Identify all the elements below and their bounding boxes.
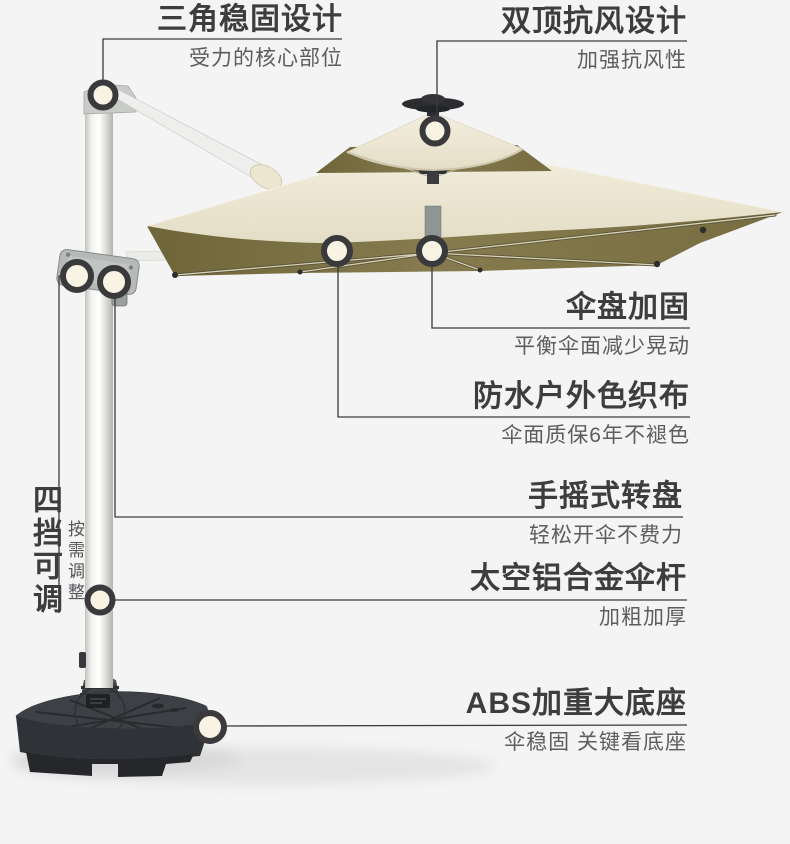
callout-markers — [60, 79, 451, 744]
callout-line-double-top — [436, 40, 687, 117]
callout-pole: 太空铝合金伞杆 加粗加厚 — [347, 562, 687, 631]
callout-crank-title: 手摇式转盘 — [528, 480, 683, 513]
marker-base — [193, 710, 227, 744]
callout-pole-title: 太空铝合金伞杆 — [470, 562, 687, 595]
umbrella-arm — [106, 89, 283, 190]
callout-base: ABS加重大底座 伞稳固 关键看底座 — [347, 687, 687, 756]
callout-base-subtitle: 伞稳固 关键看底座 — [504, 731, 687, 754]
umbrella-canopy — [146, 140, 784, 278]
callout-line-triangle — [102, 38, 342, 82]
callout-gear-note: 按需调整 — [65, 520, 84, 604]
pole-clip — [79, 652, 86, 668]
callout-line-hub — [431, 265, 690, 329]
callout-line-base — [223, 724, 688, 727]
callout-hub-subtitle: 平衡伞面减少晃动 — [514, 335, 690, 358]
callout-triangle-subtitle: 受力的核心部位 — [189, 47, 343, 70]
canopy-ribs — [172, 213, 777, 278]
canopy-top — [147, 141, 783, 243]
callout-crank: 手摇式转盘 轻松开伞不费力 — [343, 480, 683, 549]
callout-crank-subtitle: 轻松开伞不费力 — [529, 524, 683, 547]
callout-triangle-title: 三角稳固设计 — [157, 3, 343, 36]
marker-double-top — [419, 115, 451, 147]
marker-tilt-bracket — [60, 259, 94, 293]
marker-pole-lower — [84, 584, 116, 616]
marker-crank — [97, 265, 131, 299]
arm-fabric-sleeve — [249, 164, 283, 190]
callout-triangle: 三角稳固设计 受力的核心部位 — [3, 3, 343, 72]
callout-hub: 伞盘加固 平衡伞面减少晃动 — [350, 291, 690, 360]
marker-pole-top-joint — [87, 79, 119, 111]
marker-canopy-fabric — [321, 235, 353, 267]
callout-hub-title: 伞盘加固 — [566, 291, 690, 324]
callout-double-top: 双顶抗风设计 加强抗风性 — [347, 5, 687, 74]
callout-base-title: ABS加重大底座 — [465, 687, 687, 720]
umbrella-base — [15, 677, 213, 777]
finial — [402, 94, 464, 116]
callout-gear-title: 四挡可调 — [28, 484, 61, 616]
callout-pole-subtitle: 加粗加厚 — [599, 606, 687, 629]
callout-double-top-subtitle: 加强抗风性 — [577, 49, 687, 72]
callout-fabric-title: 防水户外色织布 — [473, 380, 690, 413]
callout-fabric: 防水户外色织布 伞面质保6年不褪色 — [350, 380, 690, 449]
callout-line-fabric — [337, 265, 690, 418]
marker-canopy-hub — [416, 235, 448, 267]
callout-fabric-subtitle: 伞面质保6年不褪色 — [501, 424, 690, 447]
callout-double-top-title: 双顶抗风设计 — [501, 5, 687, 38]
callout-line-crank — [114, 297, 683, 518]
